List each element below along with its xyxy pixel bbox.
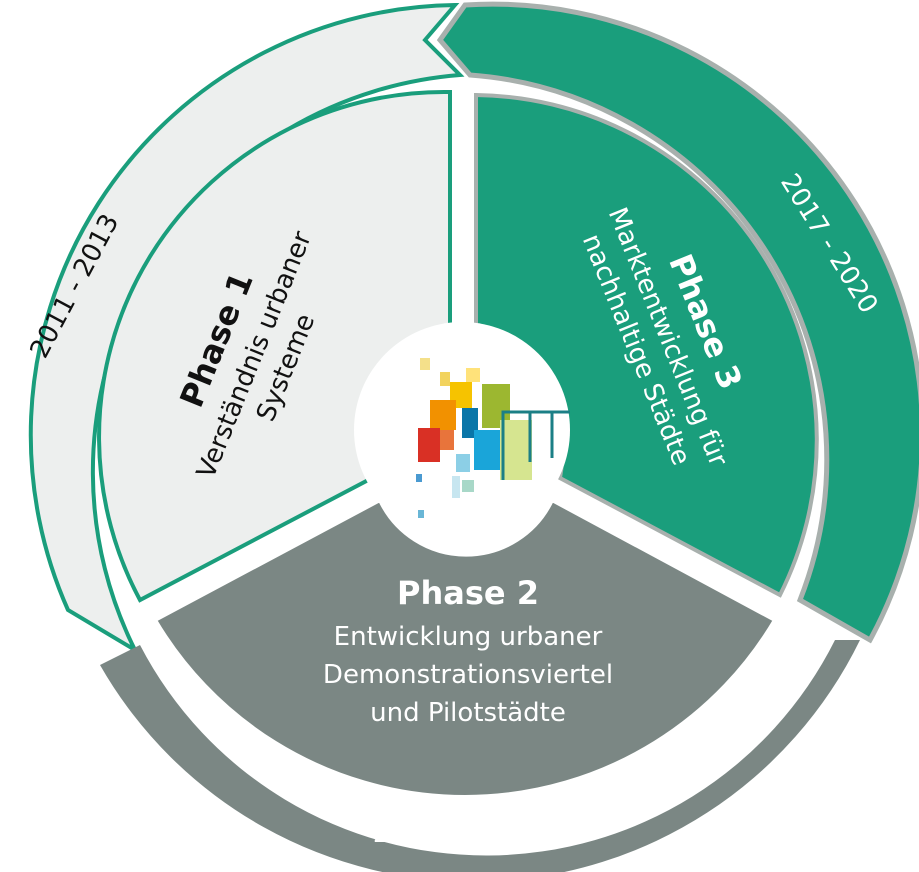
- phase2-subtitle-line1: Entwicklung urbaner: [334, 622, 603, 652]
- phase2-title: Phase 2: [397, 574, 539, 612]
- phase2-years: 2014 - 2016: [373, 819, 531, 849]
- segment-phase2: [152, 497, 778, 799]
- outer-ring-phase2: [100, 640, 860, 872]
- phase2-subtitle-line3: und Pilotstädte: [370, 698, 566, 728]
- phase2-subtitle-line2: Demonstrationsviertel: [323, 660, 613, 690]
- colorful-squares-logo-icon: [416, 358, 570, 518]
- outer-ring-phase3: [436, 1, 919, 644]
- phase2-label-group: Phase 2 Entwicklung urbaner Demonstratio…: [323, 574, 613, 728]
